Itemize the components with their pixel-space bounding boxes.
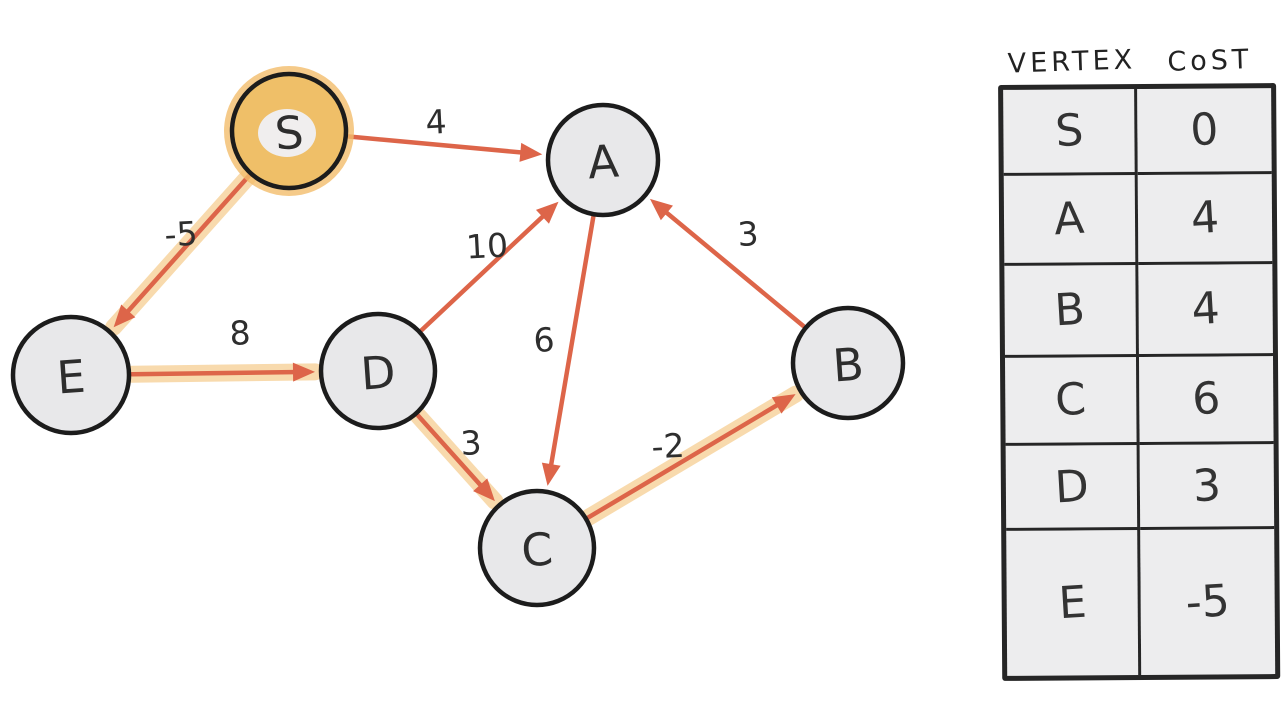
cost-cell: 4 bbox=[1137, 174, 1273, 265]
node-A-circle bbox=[545, 102, 661, 218]
cost-column-header: CoST bbox=[1166, 43, 1253, 78]
node-C: C bbox=[477, 488, 597, 608]
node-S: S bbox=[224, 66, 354, 196]
edge-D-A-weight-label: 10 bbox=[465, 225, 509, 266]
node-B-circle bbox=[790, 305, 906, 421]
vertex-cell: D bbox=[1005, 444, 1141, 531]
vertex-cell: S bbox=[1003, 88, 1138, 176]
vertex-column-header: VERTEX bbox=[1007, 43, 1137, 80]
edge-E-D: 8 bbox=[123, 313, 324, 383]
node-D-label: D bbox=[359, 345, 397, 400]
vertex-cell-value: E bbox=[1056, 576, 1088, 630]
edge-D-C-weight-label: 3 bbox=[459, 423, 482, 463]
edge-S-A: 4 bbox=[346, 102, 543, 162]
node-S-label: S bbox=[273, 106, 305, 161]
vertex-cell: B bbox=[1004, 264, 1139, 358]
edge-D-C-line bbox=[415, 413, 488, 493]
table-header-row: VERTEX CoST bbox=[998, 37, 1274, 85]
edge-S-A-weight-label: 4 bbox=[424, 102, 447, 142]
node-B-label: B bbox=[831, 337, 865, 392]
cost-cell: 0 bbox=[1137, 88, 1272, 175]
edge-C-B-weight-label: -2 bbox=[651, 426, 686, 467]
node-E-label: E bbox=[55, 350, 87, 405]
vertex-cell: C bbox=[1004, 356, 1140, 446]
node-S-inner-blob bbox=[258, 109, 316, 157]
edge-S-E: -5 bbox=[105, 167, 258, 336]
vertex-cell-value: A bbox=[1052, 192, 1087, 246]
vertex-cell-value: B bbox=[1053, 283, 1087, 337]
vertex-cell: A bbox=[1003, 174, 1139, 266]
edge-B-A-weight-label: 3 bbox=[736, 214, 759, 254]
edge-C-B-line bbox=[586, 399, 785, 520]
node-C-circle bbox=[477, 488, 597, 608]
node-E: E bbox=[10, 314, 132, 436]
cost-cell-value: 4 bbox=[1189, 191, 1221, 245]
edge-A-C-arrowhead-icon bbox=[541, 462, 561, 486]
cost-cell-value: 3 bbox=[1191, 459, 1223, 512]
cost-cell: -5 bbox=[1140, 529, 1276, 675]
vertex-cell: E bbox=[1006, 529, 1142, 676]
edge-E-D-arrowhead-icon bbox=[292, 362, 316, 382]
edge-D-C: 3 bbox=[409, 407, 504, 510]
edge-B-A: 3 bbox=[649, 198, 806, 329]
edge-D-A-arrowhead-icon bbox=[535, 201, 559, 224]
vertex-cell-value: S bbox=[1053, 104, 1085, 158]
edge-S-A-line bbox=[346, 134, 530, 156]
vertex-cell-value: D bbox=[1052, 460, 1090, 513]
cost-cell-value: -5 bbox=[1184, 575, 1232, 629]
cost-cell: 4 bbox=[1138, 264, 1273, 357]
cost-cell: 6 bbox=[1138, 356, 1274, 445]
edge-S-E-weight-label: -5 bbox=[164, 214, 199, 255]
edge-D-A-line bbox=[419, 209, 550, 333]
edge-D-A: 10 bbox=[419, 201, 559, 333]
node-D: D bbox=[318, 311, 438, 431]
node-B: B bbox=[790, 305, 906, 421]
edge-S-A-arrowhead-icon bbox=[519, 142, 543, 162]
edge-E-D-weight-label: 8 bbox=[228, 313, 251, 353]
node-C-label: C bbox=[520, 522, 555, 577]
edge-B-A-line bbox=[659, 206, 806, 329]
edge-A-C: 6 bbox=[532, 214, 596, 486]
edge-D-C-arrowhead-icon bbox=[473, 478, 495, 502]
edge-E-D-line bbox=[129, 369, 303, 377]
edge-C-B: -2 bbox=[580, 385, 805, 526]
vertex-cell-value: C bbox=[1053, 373, 1088, 427]
node-A: A bbox=[545, 102, 661, 218]
cost-cell-value: 0 bbox=[1188, 103, 1220, 157]
node-E-circle bbox=[10, 314, 132, 436]
cost-cell-value: 4 bbox=[1190, 282, 1222, 336]
edge-A-C-line bbox=[547, 214, 596, 474]
edge-C-B-arrowhead-icon bbox=[771, 394, 796, 414]
edge-S-E-line bbox=[121, 173, 252, 319]
edge-A-C-weight-label: 6 bbox=[532, 320, 555, 360]
edge-B-A-arrowhead-icon bbox=[649, 198, 673, 221]
node-A-label: A bbox=[586, 134, 621, 189]
edge-S-E-arrowhead-icon bbox=[113, 304, 136, 328]
cost-cell-value: 6 bbox=[1190, 372, 1222, 426]
cost-cell: 3 bbox=[1139, 444, 1275, 530]
node-D-circle bbox=[318, 311, 438, 431]
